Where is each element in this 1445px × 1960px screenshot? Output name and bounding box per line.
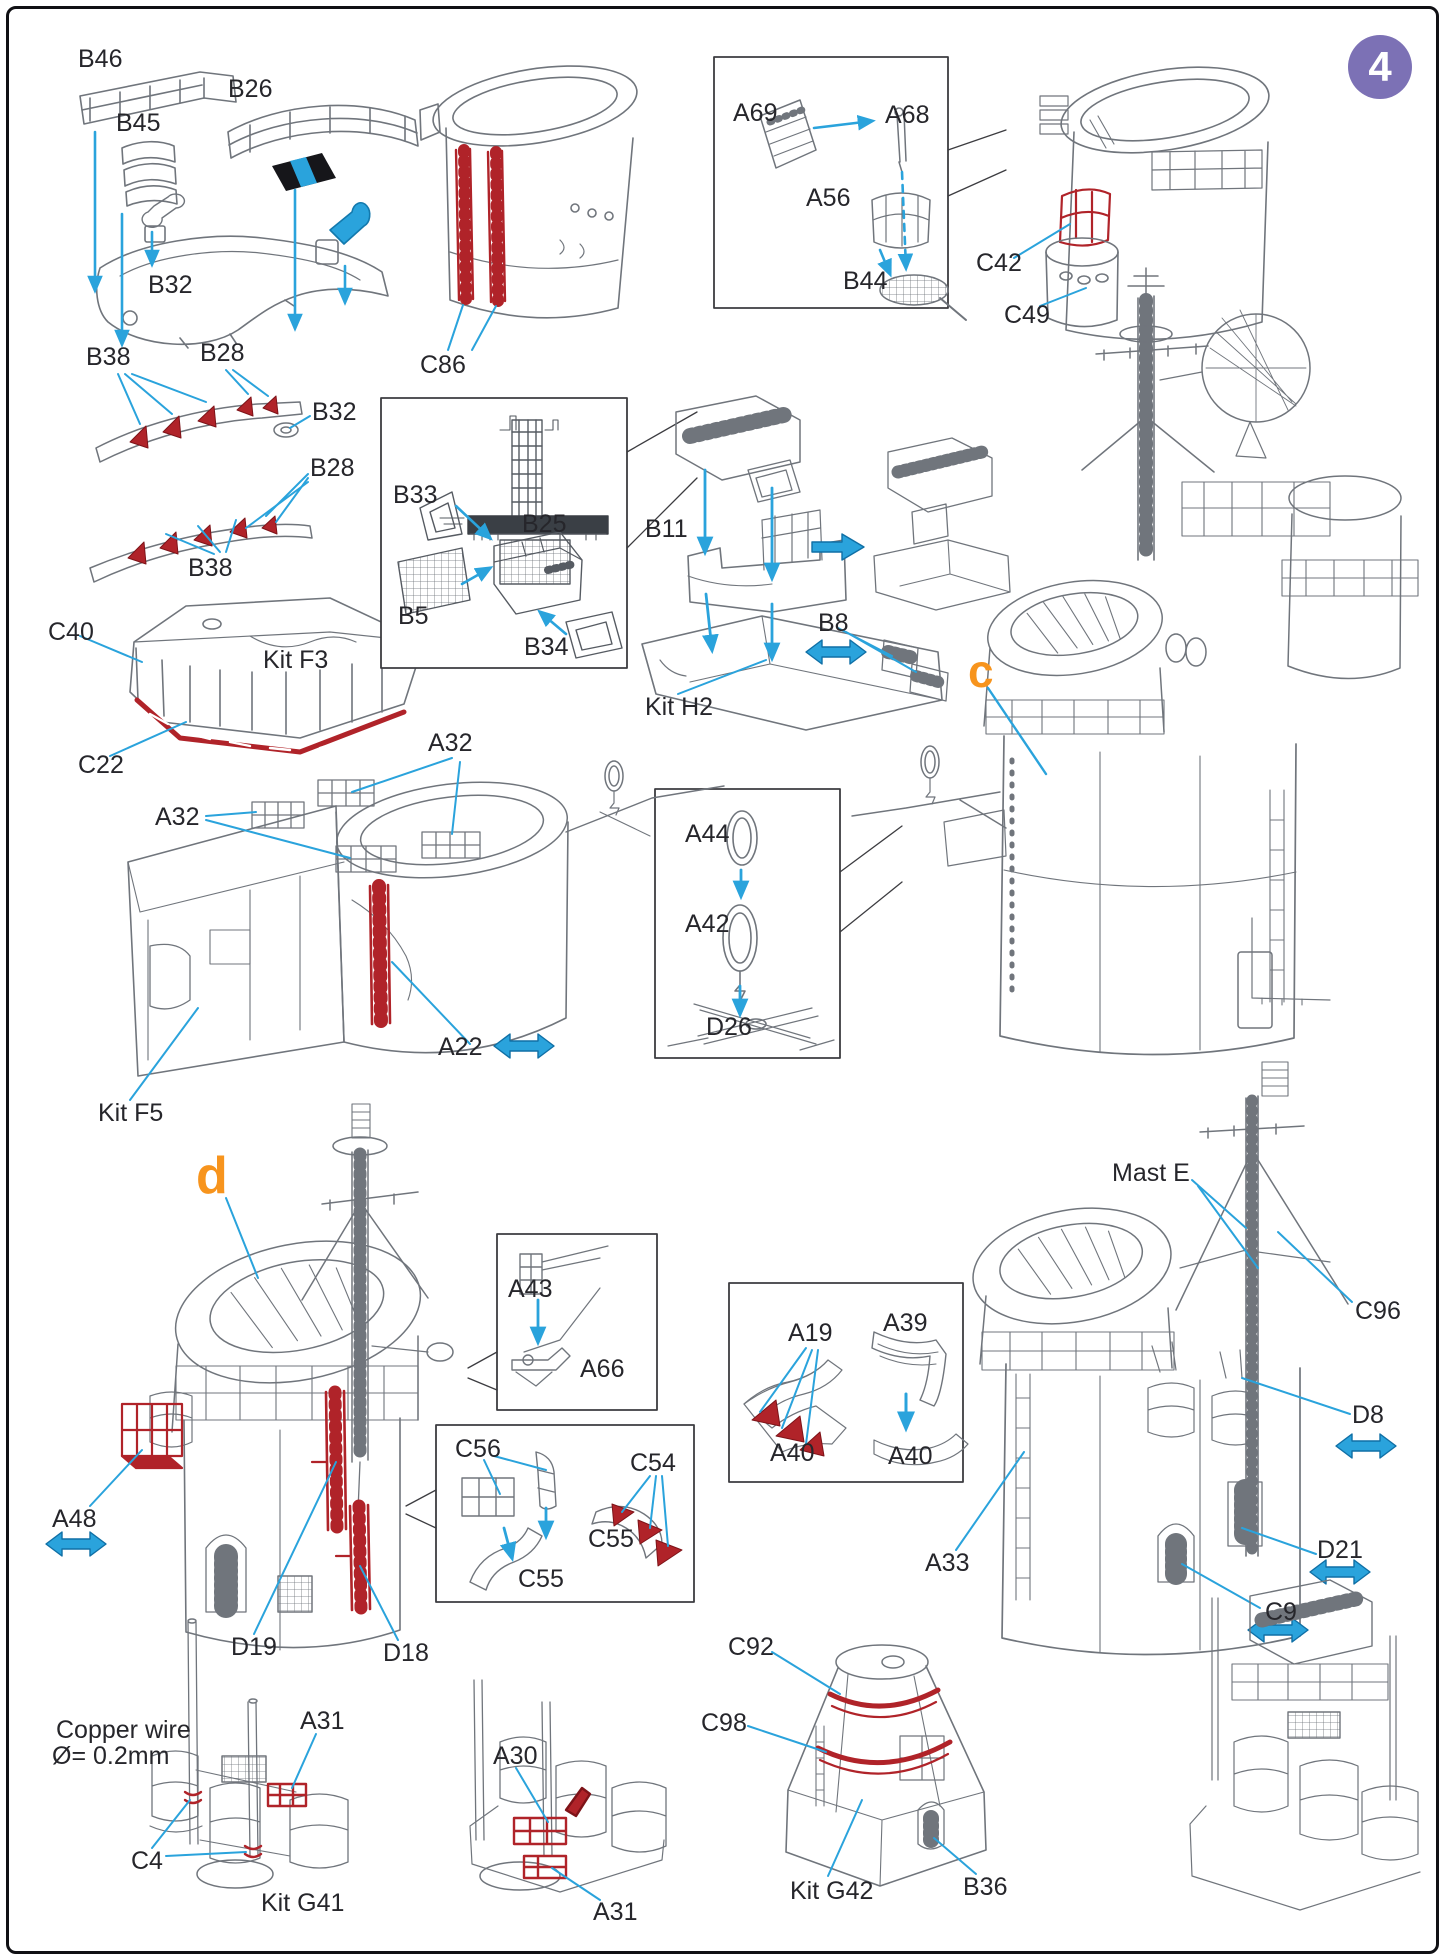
label-b5: B5 [398, 602, 429, 630]
label-a42: A42 [685, 910, 730, 938]
label-b26: B26 [228, 75, 273, 103]
label-b32-grommet: B32 [312, 398, 357, 426]
label-a31-top: A31 [300, 1707, 345, 1735]
funnel-tower-c86-drawing [432, 65, 638, 351]
label-c9: C9 [1265, 1598, 1297, 1626]
label-a32-right: A32 [428, 729, 473, 757]
label-c22: C22 [78, 751, 124, 779]
gusset-strips-drawing [89, 369, 313, 583]
inset-box-e-parts [461, 1451, 683, 1591]
label-kit-f5: Kit F5 [98, 1099, 164, 1127]
label-c49: C49 [1004, 301, 1050, 329]
label-c42: C42 [976, 249, 1022, 277]
label-a56: A56 [806, 184, 851, 212]
funnel-tower-c42-drawing [1013, 66, 1270, 341]
inset-box-c-parts [667, 810, 835, 1051]
label-a32-left: A32 [155, 803, 200, 831]
callout-letter-d: d [196, 1147, 228, 1205]
mast-e-tower-drawing [955, 1061, 1397, 1656]
label-b28-lower: B28 [310, 454, 355, 482]
label-kit-f3: Kit F3 [263, 646, 329, 674]
kit-f3-deck-drawing [79, 597, 425, 757]
label-a66: A66 [580, 1355, 625, 1383]
inset-box-b-parts [397, 415, 623, 659]
note-copper-wire: Copper wire [56, 1716, 191, 1744]
label-d26: D26 [706, 1013, 752, 1041]
label-b11: B11 [645, 515, 688, 543]
kit-g41-drawing [149, 1618, 349, 1889]
label-kit-g42: Kit G42 [790, 1877, 874, 1905]
label-b34: B34 [524, 633, 569, 661]
label-c40: C40 [48, 618, 94, 646]
label-kit-h2: Kit H2 [645, 693, 714, 721]
label-a22: A22 [438, 1033, 483, 1061]
tower-c-assembly-drawing [851, 267, 1419, 1056]
label-b45: B45 [116, 109, 161, 137]
label-a31-bottom: A31 [593, 1898, 638, 1926]
label-a43: A43 [508, 1275, 553, 1303]
searchlight-highlight [329, 202, 371, 245]
label-b38-lower: B38 [188, 554, 233, 582]
kit-g42-drawing [747, 1644, 987, 1887]
label-a48: A48 [52, 1505, 97, 1533]
callout-letter-c: c [968, 645, 994, 697]
label-b28-upper: B28 [200, 339, 245, 367]
inset-box-a-parts [759, 99, 967, 321]
label-b36: B36 [963, 1873, 1008, 1901]
label-c96: C96 [1355, 1297, 1401, 1325]
label-c92: C92 [728, 1633, 774, 1661]
label-c55-bottom: C55 [518, 1565, 564, 1593]
label-b25: B25 [522, 510, 567, 538]
label-b8: B8 [818, 609, 849, 637]
step-number-badge: 4 [1348, 35, 1412, 99]
label-mast-e: Mast E [1112, 1159, 1190, 1187]
label-kit-g41: Kit G41 [261, 1889, 345, 1917]
tower-d-drawing [45, 1103, 454, 1651]
label-b32-platform: B32 [148, 271, 193, 299]
label-d19: D19 [231, 1633, 277, 1661]
inset-box-d [467, 1233, 658, 1411]
inset-box-f-parts [743, 1331, 969, 1466]
note-copper-wire-diameter: Ø= 0.2mm [52, 1742, 170, 1770]
label-a30: A30 [493, 1742, 538, 1770]
label-c54: C54 [630, 1449, 676, 1477]
label-d8: D8 [1352, 1401, 1384, 1429]
inset-box-d-parts [511, 1245, 609, 1387]
label-a68: A68 [885, 101, 930, 129]
label-d18: D18 [383, 1639, 429, 1667]
bottom-right-assembly-drawing [1189, 1579, 1421, 1911]
label-c55-right: C55 [588, 1525, 634, 1553]
label-c86: C86 [420, 351, 466, 379]
label-b46: B46 [78, 45, 123, 73]
label-b38-upper: B38 [86, 343, 131, 371]
label-c98: C98 [701, 1709, 747, 1737]
a30-a31-drawing [469, 1679, 667, 1901]
b11-kith2-group-drawing [641, 395, 1011, 731]
label-a44: A44 [685, 820, 730, 848]
label-a40-right: A40 [888, 1442, 933, 1470]
label-a33: A33 [925, 1549, 970, 1577]
label-a40-left: A40 [770, 1439, 815, 1467]
a32-deckhouse-drawing [127, 757, 725, 1101]
label-b44: B44 [843, 267, 888, 295]
label-c56: C56 [455, 1435, 501, 1463]
label-c4: C4 [131, 1847, 163, 1875]
label-b33: B33 [393, 481, 438, 509]
label-a19: A19 [788, 1319, 833, 1347]
label-a69: A69 [733, 99, 778, 127]
label-a39: A39 [883, 1309, 928, 1337]
railing-group-drawing [79, 71, 441, 349]
label-d21: D21 [1317, 1536, 1363, 1564]
